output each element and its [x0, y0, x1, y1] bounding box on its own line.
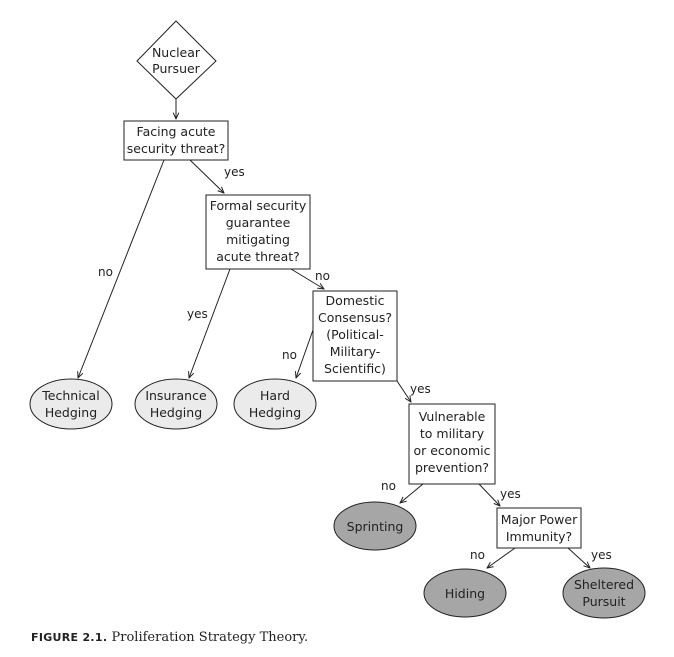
outcome-hiding: Hiding: [423, 568, 507, 618]
edge-acute-no: [78, 159, 165, 378]
outcome-insurance-line-1: Insurance: [145, 388, 207, 403]
label-consensus-no: no: [282, 348, 297, 362]
edge-acute-yes: [189, 159, 224, 193]
label-guarantee-no: no: [315, 269, 330, 283]
edge-immunity-no: [487, 547, 516, 568]
outcome-sprinting: Sprinting: [333, 501, 417, 551]
outcome-technical-line-1: Technical: [41, 388, 99, 403]
outcome-ellipse: [423, 568, 507, 618]
outcome-ellipse: [134, 378, 218, 430]
decision-consensus-line-4: Military-: [330, 344, 381, 359]
label-consensus-yes: yes: [410, 382, 431, 396]
edges: [78, 99, 590, 568]
outcome-hard-line-1: Hard: [260, 388, 290, 403]
decision-immunity-line-1: Major Power: [501, 512, 578, 527]
edge-consensus-no: [296, 329, 314, 378]
decision-box: [123, 120, 229, 161]
outcome-technical-hedging: Technical Hedging: [29, 378, 113, 430]
decision-box: [205, 194, 311, 270]
outcome-ellipse: [233, 378, 317, 430]
edge-labels: no yes yes no no yes no yes no yes: [98, 165, 612, 562]
label-acute-no: no: [98, 265, 113, 279]
edge-vulnerable-yes: [478, 483, 500, 506]
outcome-hard-hedging: Hard Hedging: [233, 378, 317, 430]
decision-guarantee-line-1: Formal security: [210, 198, 307, 213]
decision-box: [496, 507, 582, 549]
decision-acute-threat: Facing acute security threat?: [123, 120, 229, 161]
edge-immunity-yes: [567, 547, 590, 568]
caption-text: Proliferation Strategy Theory.: [111, 630, 309, 645]
start-diamond-shape: [136, 20, 217, 100]
start-label-line-2: Pursuer: [152, 61, 201, 76]
decision-consensus-line-5: Scientific): [324, 361, 386, 376]
edge-guarantee-yes: [189, 268, 231, 378]
figure-caption: FIGURE 2.1. Proliferation Strategy Theor…: [31, 630, 308, 645]
outcome-insurance-line-2: Hedging: [150, 405, 202, 420]
decision-acute-line-2: security threat?: [127, 141, 225, 156]
label-vulnerable-yes: yes: [500, 487, 521, 501]
outcome-sheltered-line-1: Sheltered: [574, 577, 634, 592]
outcome-ellipse: [333, 501, 417, 551]
label-immunity-yes: yes: [591, 548, 612, 562]
decision-box: [312, 290, 398, 382]
outcome-technical-line-2: Hedging: [45, 405, 97, 420]
caption-label: FIGURE 2.1.: [31, 631, 108, 644]
edge-guarantee-no: [290, 268, 324, 289]
decision-domestic-consensus: Domestic Consensus? (Political- Military…: [312, 290, 398, 382]
outcome-hiding-label: Hiding: [445, 586, 485, 601]
decision-guarantee-line-2: guarantee: [226, 215, 291, 230]
decision-box: [408, 403, 496, 485]
decision-vulnerable-line-3: or economic: [413, 443, 490, 458]
label-vulnerable-no: no: [381, 479, 396, 493]
decision-security-guarantee: Formal security guarantee mitigating acu…: [205, 194, 311, 270]
outcome-sheltered-line-2: Pursuit: [582, 594, 625, 609]
decision-consensus-line-1: Domestic: [326, 293, 385, 308]
decision-consensus-line-2: Consensus?: [318, 310, 392, 325]
decision-vulnerable: Vulnerable to military or economic preve…: [408, 403, 496, 485]
decision-guarantee-line-4: acute threat?: [216, 249, 300, 264]
outcome-ellipse: [29, 378, 113, 430]
outcome-sprinting-label: Sprinting: [347, 519, 404, 534]
decision-guarantee-line-3: mitigating: [226, 232, 290, 247]
outcome-hard-line-2: Hedging: [249, 405, 301, 420]
decision-immunity-line-2: Immunity?: [506, 529, 572, 544]
start-label-line-1: Nuclear: [152, 45, 201, 60]
label-acute-yes: yes: [224, 165, 245, 179]
start-node-nuclear-pursuer: Nuclear Pursuer: [136, 20, 217, 100]
outcome-ellipse: [562, 567, 646, 619]
label-guarantee-yes: yes: [187, 307, 208, 321]
decision-vulnerable-line-4: prevention?: [415, 460, 489, 475]
decision-vulnerable-line-2: to military: [420, 426, 485, 441]
edge-vulnerable-no: [400, 483, 424, 503]
decision-vulnerable-line-1: Vulnerable: [419, 409, 486, 424]
decision-consensus-line-3: (Political-: [326, 327, 383, 342]
decision-acute-line-1: Facing acute: [137, 124, 216, 139]
edge-consensus-yes: [396, 380, 411, 402]
decision-major-power-immunity: Major Power Immunity?: [496, 507, 582, 549]
label-immunity-no: no: [470, 548, 485, 562]
outcome-insurance-hedging: Insurance Hedging: [134, 378, 218, 430]
outcome-sheltered-pursuit: Sheltered Pursuit: [562, 567, 646, 619]
